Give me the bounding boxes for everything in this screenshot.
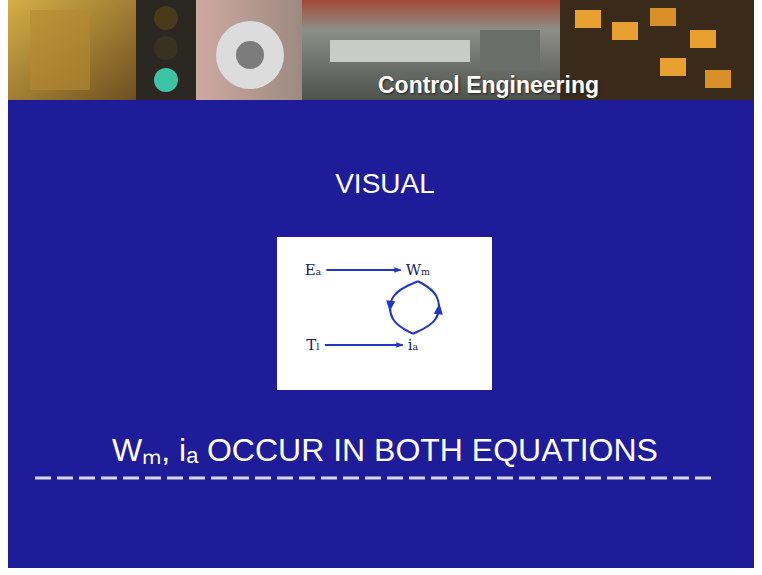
signal-name: Tₗ xyxy=(306,337,320,354)
signal-branch xyxy=(413,281,444,334)
traffic-lamp xyxy=(154,36,178,60)
traffic-light xyxy=(136,0,196,100)
keys-photo xyxy=(650,8,676,26)
machine-photo xyxy=(330,40,470,62)
signal-branch xyxy=(326,270,400,271)
slide-ground xyxy=(8,0,754,568)
disc-photo xyxy=(216,21,284,89)
diagram-panel xyxy=(277,237,492,390)
signal-branch xyxy=(325,345,403,346)
slide-caption: Wₘ, iₐ OCCUR IN BOTH EQUATIONS xyxy=(8,427,762,470)
signal-name: Eₐ xyxy=(305,262,322,279)
slide-title: VISUAL xyxy=(8,168,762,200)
machine-photo xyxy=(480,30,540,70)
arrowhead xyxy=(385,300,395,312)
banner-collage xyxy=(8,0,754,100)
keys-photo xyxy=(705,70,731,88)
banner-ground xyxy=(8,0,754,100)
disc-photo xyxy=(236,41,264,69)
keys-photo xyxy=(575,10,601,28)
signal-name: Wₘ xyxy=(406,262,431,279)
banner-photo xyxy=(30,10,90,90)
signal-node: iₐ xyxy=(405,336,422,355)
signal-node: Eₐ xyxy=(302,261,325,280)
banner-photo xyxy=(8,0,136,100)
signal-node: Tₗ xyxy=(303,336,323,355)
signal-node: Wₘ xyxy=(403,261,434,280)
signal-branch xyxy=(385,281,418,334)
branch-arc xyxy=(413,281,439,334)
branch-line xyxy=(326,269,400,271)
dashed-rule xyxy=(35,477,716,480)
arrowhead xyxy=(434,303,444,315)
banner-photo xyxy=(196,0,302,100)
keys-photo xyxy=(612,22,638,40)
traffic-lamp xyxy=(154,6,178,30)
traffic-lamp xyxy=(154,68,178,92)
branch-line xyxy=(325,344,403,346)
branch-arc xyxy=(390,281,418,334)
keys-photo xyxy=(660,58,686,76)
banner-label: Control Engineering xyxy=(378,72,599,99)
keys-photo xyxy=(690,30,716,48)
signal-name: iₐ xyxy=(408,337,419,354)
